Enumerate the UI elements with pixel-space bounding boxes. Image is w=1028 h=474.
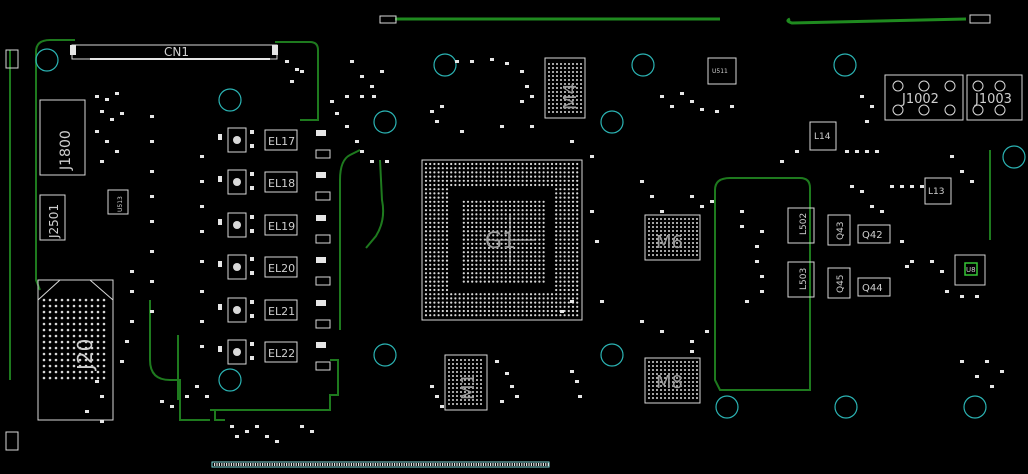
memory-m4: M4 xyxy=(544,57,586,119)
inductor-el19: EL19 xyxy=(264,214,298,236)
u8-label: U8 xyxy=(966,266,976,274)
g1-label: G1 xyxy=(485,229,516,254)
mounting-holes xyxy=(35,48,1026,419)
m8-label: M8 xyxy=(656,372,683,393)
memory-m6: M6 xyxy=(644,214,701,261)
cn1-label: CN1 xyxy=(164,45,189,59)
gpu-g1: G1 xyxy=(421,159,583,321)
inductor-l502: L502 xyxy=(787,207,815,244)
transistor-q43: Q43 xyxy=(827,214,851,246)
transistor-q44: Q44 xyxy=(857,277,891,297)
q43-label: Q43 xyxy=(836,221,846,240)
vrm-component-column xyxy=(218,127,331,371)
inductor-l503: L503 xyxy=(787,261,815,298)
l13-label: L13 xyxy=(928,187,944,197)
inductor-el21: EL21 xyxy=(264,299,298,321)
inductor-el20: EL20 xyxy=(264,256,298,278)
el21-label: EL21 xyxy=(268,305,295,318)
top-connectors xyxy=(5,14,991,451)
inductor-el18: EL18 xyxy=(264,171,298,193)
memory-m1: M1 xyxy=(444,354,488,411)
transistor-q45: Q45 xyxy=(827,267,851,299)
connector-j1800: J1800 xyxy=(39,99,86,176)
connector-j1003: J1003 xyxy=(966,74,1023,121)
connector-j2501: J2501 xyxy=(39,194,66,241)
j1800-label: J1800 xyxy=(58,130,74,171)
l14-label: L14 xyxy=(814,132,831,142)
connector-j1002: J1002 xyxy=(884,74,964,121)
l502-label: L502 xyxy=(799,213,809,235)
connector-j20: J20 xyxy=(37,279,114,421)
el20-label: EL20 xyxy=(268,262,295,275)
inductor-l13: L13 xyxy=(924,177,952,205)
inductor-el17: EL17 xyxy=(264,129,298,151)
el18-label: EL18 xyxy=(268,177,295,190)
j1003-label: J1003 xyxy=(974,92,1012,107)
inductor-l14: L14 xyxy=(809,121,837,151)
memory-m8: M8 xyxy=(644,357,701,404)
ic-u513: U513 xyxy=(107,189,129,215)
u511-label: U511 xyxy=(712,68,728,75)
m4-label: M4 xyxy=(560,83,581,110)
q44-label: Q44 xyxy=(862,283,883,294)
connector-cn1: CN1 xyxy=(70,44,278,60)
el17-label: EL17 xyxy=(268,135,295,148)
inductor-el22: EL22 xyxy=(264,341,298,363)
q45-label: Q45 xyxy=(836,274,846,293)
el22-label: EL22 xyxy=(268,347,295,360)
j20-label: J20 xyxy=(73,339,97,372)
ic-u511: U511 xyxy=(707,57,737,85)
j2501-label: J2501 xyxy=(47,204,61,239)
el19-label: EL19 xyxy=(268,220,295,233)
transistor-q42: Q42 xyxy=(857,224,891,244)
l503-label: L503 xyxy=(799,268,809,290)
board-traces xyxy=(9,17,991,421)
ic-u8: U8 xyxy=(954,254,986,286)
m1-label: M1 xyxy=(458,373,479,400)
j1002-label: J1002 xyxy=(901,92,939,107)
m6-label: M6 xyxy=(656,232,683,253)
u513-label: U513 xyxy=(117,196,124,212)
q42-label: Q42 xyxy=(862,230,883,241)
passive-components xyxy=(85,58,1004,443)
pcie-edge-connector xyxy=(211,461,550,468)
